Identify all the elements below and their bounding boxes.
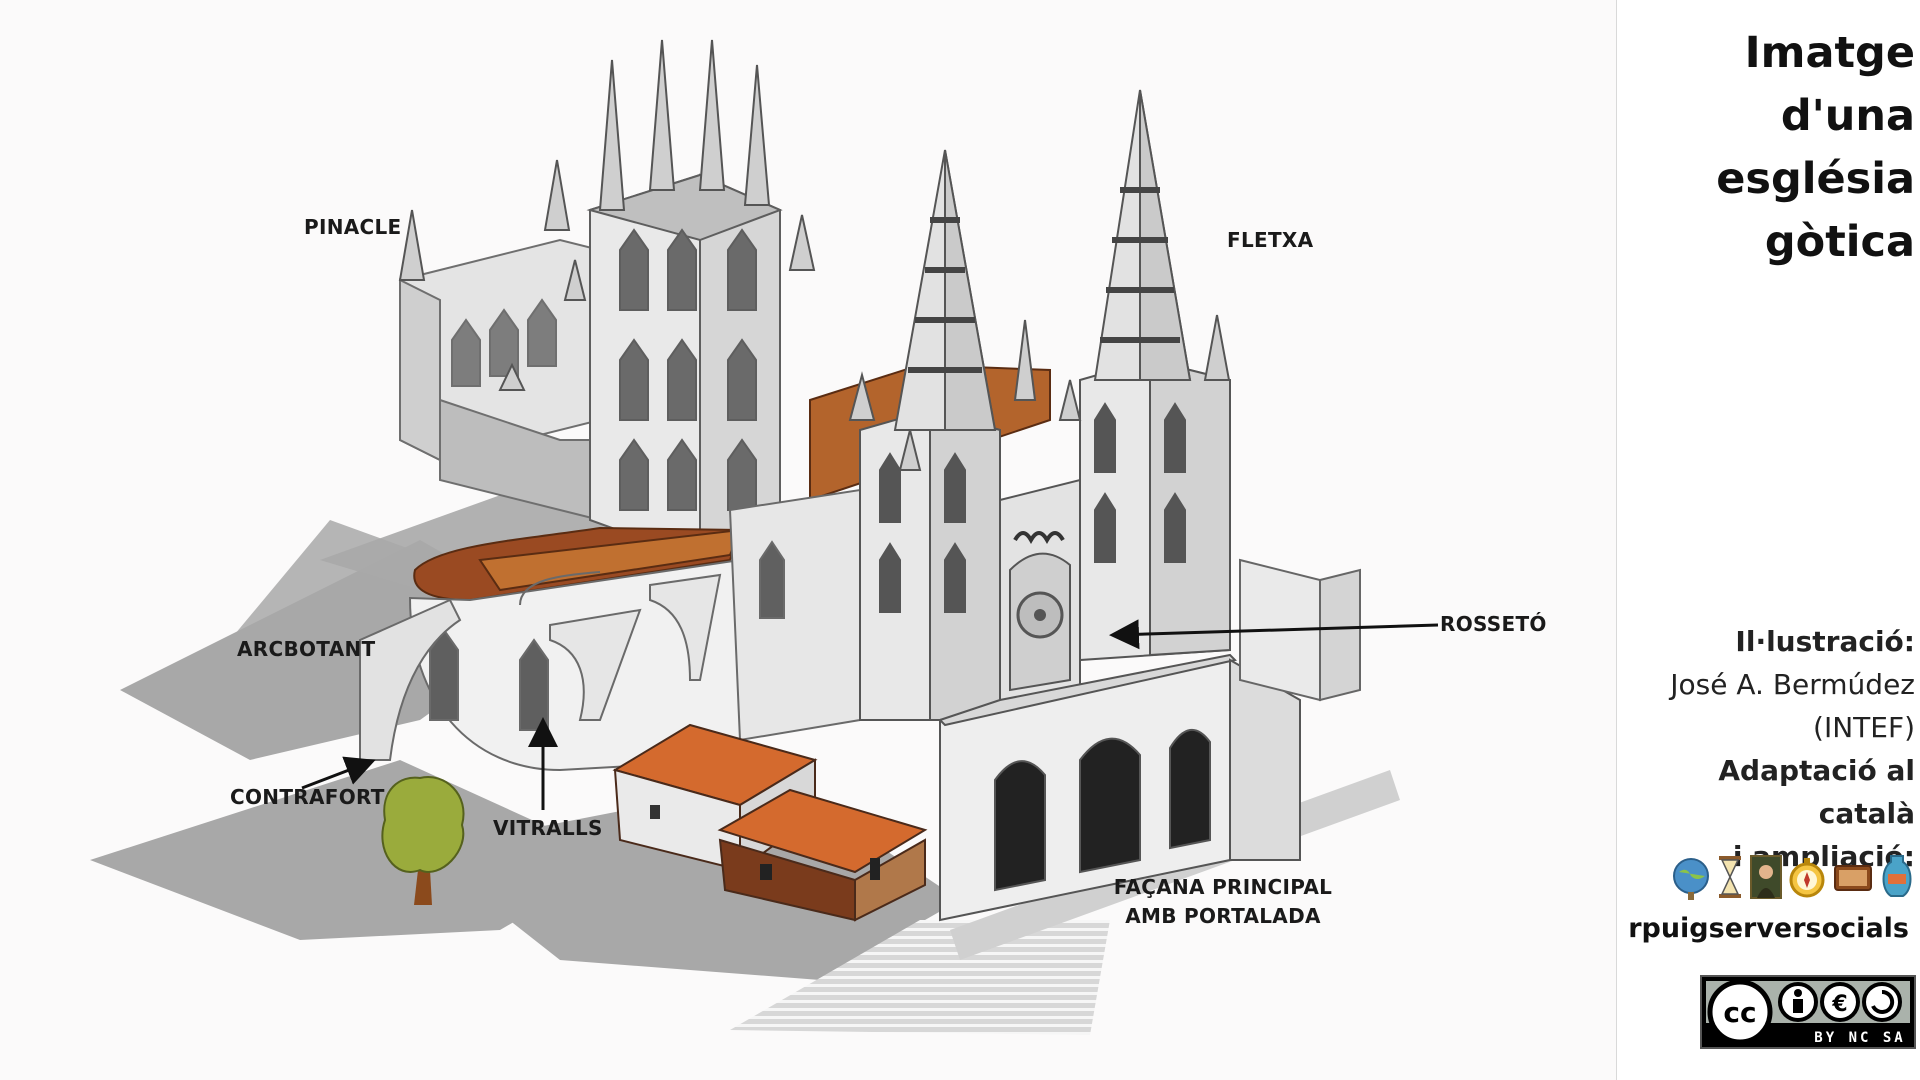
apse: [359, 558, 741, 772]
arrow-rosseto: [1109, 619, 1439, 650]
label-arrows: [301, 619, 1439, 810]
sa-icon: [1862, 982, 1902, 1022]
page-title: Imatge d'una església gòtica: [1625, 22, 1915, 274]
cc-icon-glyph: cc: [1723, 996, 1756, 1029]
arrow-contrafort: [301, 756, 376, 790]
tree: [381, 776, 465, 905]
label-facana-line1: FAÇANA PRINCIPAL: [1113, 875, 1333, 899]
transept-left: [399, 238, 612, 522]
book-icon: [1834, 865, 1872, 891]
label-vitralls: VITRALLS: [493, 816, 603, 840]
author-line2: (INTEF): [1813, 711, 1915, 744]
amphora-icon: [1882, 855, 1912, 897]
sidebar: Imatge d'una església gòtica Il·lustraci…: [1616, 0, 1920, 1080]
cc-license-badge: cc € BY NC SA: [1700, 975, 1916, 1049]
portrait-icon: [1750, 855, 1782, 899]
emoji-icons: [1671, 852, 1915, 902]
author-line1: José A. Bermúdez: [1670, 668, 1915, 701]
license-badge-text: BY NC SA: [1814, 1030, 1905, 1046]
small-houses: [612, 723, 928, 922]
label-contrafort: CONTRAFORT: [230, 785, 385, 809]
label-facana-line2: AMB PORTALADA: [1125, 904, 1321, 928]
compass-icon: [1789, 858, 1825, 898]
title-line3: gòtica: [1764, 217, 1915, 267]
label-rosseto: ROSSETÓ: [1440, 612, 1547, 636]
cathedral-drawing: [90, 39, 1439, 1035]
globe-icon: [1673, 858, 1709, 900]
title-line2: església: [1716, 154, 1915, 204]
portico: [938, 653, 1301, 922]
label-facana: FAÇANA PRINCIPAL AMB PORTALADA: [1108, 873, 1338, 931]
illustration-label: Il·lustració:: [1735, 625, 1915, 658]
nc-icon: [1820, 982, 1860, 1022]
by-icon-head: [1794, 989, 1802, 997]
credits: Il·lustració: José A. Bermúdez (INTEF) A…: [1615, 620, 1915, 878]
pinnacles: [398, 39, 1231, 471]
nc-icon-glyph: €: [1831, 992, 1847, 1017]
label-arcbotant: ARCBOTANT: [237, 637, 376, 661]
cc-icon: [1707, 979, 1773, 1045]
lantern-tower: [586, 173, 783, 562]
label-pinacle: PINACLE: [304, 215, 402, 239]
author-handle: rpuigserversocials: [1628, 913, 1909, 944]
label-fletxa: FLETXA: [1227, 228, 1314, 252]
cathedral-illustration: PINACLE FLETXA ROSSETÓ ARCBOTANT CONTRAF…: [90, 39, 1547, 1035]
adaptation-line1: Adaptació al català: [1718, 754, 1915, 830]
title-line1: Imatge d'una: [1744, 28, 1915, 141]
nave: [728, 488, 861, 742]
hourglass-icon: [1719, 856, 1741, 898]
west-towers: [859, 89, 1231, 721]
sa-icon-arc: [1871, 989, 1895, 1014]
by-icon-body: [1793, 999, 1803, 1013]
